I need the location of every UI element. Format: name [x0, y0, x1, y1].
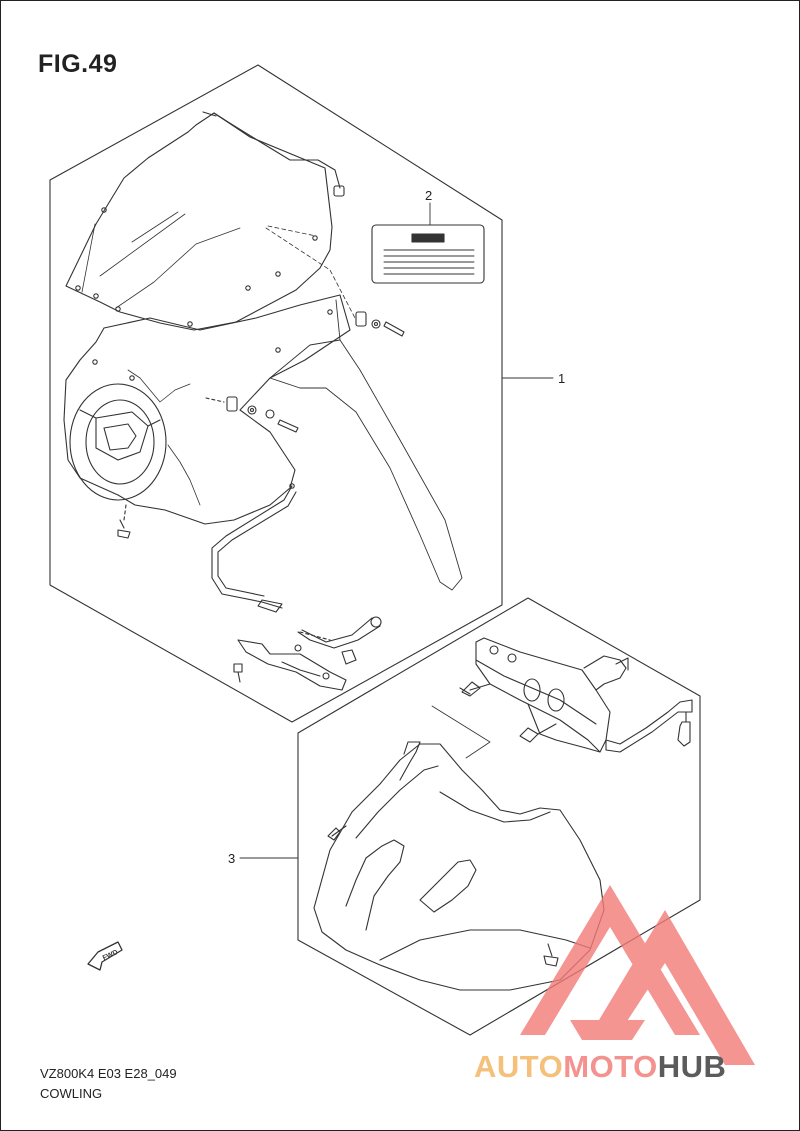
- side-panel: [269, 339, 463, 591]
- headlight-opening: [69, 383, 167, 501]
- mounting-stay: [211, 485, 293, 609]
- watermark-text-auto: AUTO: [474, 1049, 564, 1084]
- lower-group-outline: [297, 597, 701, 1036]
- upper-group-outline: [49, 64, 503, 723]
- callout-1: 1: [558, 371, 565, 386]
- callout-2: 2: [425, 188, 432, 203]
- automotohub-logo-icon: [520, 885, 755, 1065]
- section-name: COWLING: [40, 1086, 103, 1101]
- watermark-text-moto: MOTO: [563, 1049, 658, 1084]
- fwd-label: FWD: [102, 949, 119, 962]
- watermark-wordmark: AUTOMOTOHUB: [474, 1049, 726, 1085]
- fwd-arrow: [87, 941, 123, 971]
- lower-bracket: [475, 637, 611, 753]
- figure-title: FIG.49: [38, 50, 118, 78]
- watermark-text-hub: HUB: [657, 1049, 727, 1084]
- callout-3: 3: [228, 851, 235, 866]
- under-cowling: [313, 743, 605, 991]
- fairing-body: [63, 294, 351, 525]
- label-plate: [371, 224, 485, 284]
- windscreen: [65, 112, 333, 331]
- model-code: VZ800K4 E03 E28_049: [40, 1066, 177, 1081]
